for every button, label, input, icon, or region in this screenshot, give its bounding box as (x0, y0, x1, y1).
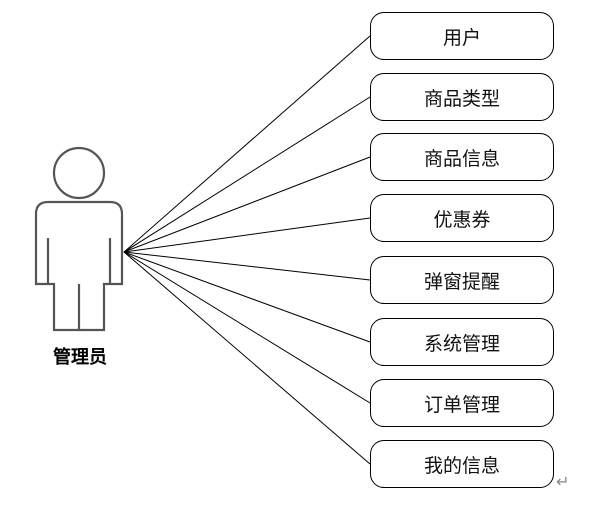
use-case-order-management: 订单管理 (370, 379, 554, 427)
actor-figure (34, 146, 124, 332)
association-line-product-type (123, 96, 371, 253)
use-case-user: 用户 (370, 12, 554, 60)
association-line-coupon (123, 217, 371, 253)
association-line-my-info (123, 251, 371, 465)
association-line-order (123, 251, 371, 404)
actor-label: 管理员 (53, 347, 107, 368)
use-case-product-info: 商品信息 (370, 133, 554, 181)
association-lines (123, 35, 371, 465)
association-line-user (123, 35, 371, 253)
use-case-popup-reminder: 弹窗提醒 (370, 256, 554, 304)
actor-body (34, 200, 124, 332)
use-case-product-type: 商品类型 (370, 73, 554, 121)
use-case-system-management: 系统管理 (370, 318, 554, 366)
association-line-product-info (123, 156, 371, 253)
association-line-popup (123, 251, 371, 281)
paragraph-return-mark: ↵ (556, 472, 570, 491)
use-case-my-info: 我的信息 (370, 440, 554, 488)
actor-head (52, 146, 106, 200)
use-case-coupon: 优惠券 (370, 194, 554, 242)
association-line-system (123, 251, 371, 343)
